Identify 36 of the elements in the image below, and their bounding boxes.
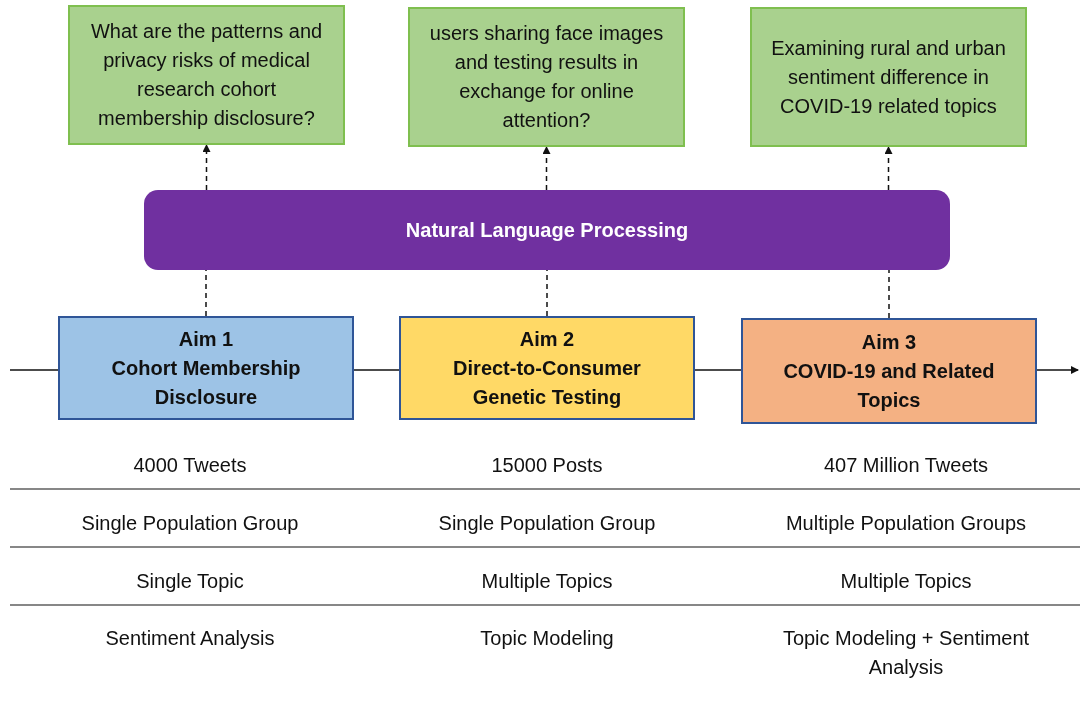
- question-box: [408, 7, 685, 147]
- table-cell-text: Multiple Population Groups: [784, 511, 1028, 536]
- table-cell-text: 4000 Tweets: [132, 453, 248, 478]
- table-cell-text: 407 Million Tweets: [822, 453, 990, 478]
- aim-number: Aim 2: [519, 326, 575, 352]
- dashed-arrow: [884, 146, 893, 191]
- table-cell-text: Single Population Group: [437, 511, 657, 536]
- band-title: Natural Language Processing: [405, 217, 689, 243]
- table-cell-text: Topic Modeling + Sentiment Analysis: [781, 626, 1031, 680]
- question-text: users sharing face images and testing results in exchange for online attention?: [428, 21, 665, 133]
- question-box: [68, 5, 345, 145]
- aim-title: COVID-19 and Related Topics: [782, 358, 996, 413]
- table-cell-text: Multiple Topics: [480, 569, 614, 594]
- aim-number: Aim 3: [861, 329, 917, 355]
- question-text: Examining rural and urban sentiment difference in COVID-19 related topics: [770, 35, 1007, 119]
- aim-title: Direct-to-Consumer Genetic Testing: [452, 355, 642, 410]
- aim-box: [399, 316, 695, 420]
- question-text: What are the patterns and privacy risks of medical research cohort membership disclosure?: [89, 19, 324, 131]
- timeline-line: [1036, 366, 1079, 374]
- aim-number: Aim 1: [178, 326, 234, 352]
- dashed-arrow: [542, 146, 551, 191]
- dashed-arrow: [202, 144, 211, 191]
- table-cell-text: Sentiment Analysis: [104, 626, 276, 651]
- timeline-line: [353, 369, 400, 371]
- table-cell-text: Single Population Group: [80, 511, 300, 536]
- table-cell-text: Topic Modeling: [479, 626, 615, 651]
- aim-title: Cohort Membership Disclosure: [110, 355, 302, 410]
- timeline-line: [9, 369, 59, 371]
- aim-box: [58, 316, 354, 420]
- table-cell-text: 15000 Posts: [490, 453, 604, 478]
- question-box: [750, 7, 1027, 147]
- timeline-line: [694, 369, 742, 371]
- table-cell-text: Single Topic: [135, 569, 245, 594]
- aim-box: [741, 318, 1037, 424]
- table-cell-text: Multiple Topics: [839, 569, 973, 594]
- method-band: [144, 190, 950, 270]
